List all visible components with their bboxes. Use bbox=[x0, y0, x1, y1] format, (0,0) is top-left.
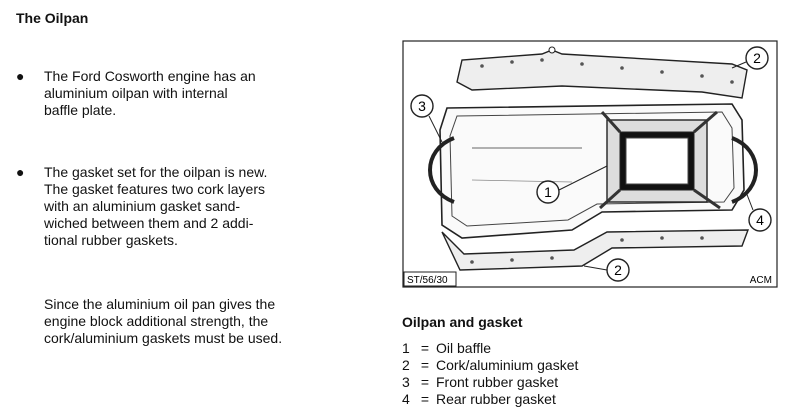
body-paragraph: Since the aluminium oil pan gives the en… bbox=[44, 296, 283, 346]
callout-2-top bbox=[745, 46, 769, 70]
legend-label: Oil baffle bbox=[436, 340, 491, 356]
oilpan-figure: 1 2 2 3 4 ST/56/30 ACM bbox=[402, 40, 778, 288]
legend-number: 2 bbox=[402, 357, 410, 373]
legend-item: 4 = Rear rubber gasket bbox=[402, 391, 578, 408]
figure-caption: Oilpan and gasket bbox=[402, 314, 523, 330]
page-title: The Oilpan bbox=[16, 10, 89, 26]
callout-2-bottom-label: 2 bbox=[614, 262, 622, 278]
legend-number: 4 bbox=[402, 391, 410, 407]
legend-label: Cork/aluminium gasket bbox=[436, 357, 579, 373]
callout-1-label: 1 bbox=[544, 184, 552, 200]
callout-4-label: 4 bbox=[756, 212, 764, 228]
figure-artist: ACM bbox=[750, 275, 772, 286]
callout-3 bbox=[410, 94, 434, 118]
legend-label: Front rubber gasket bbox=[436, 374, 559, 390]
legend-equals: = bbox=[420, 391, 430, 407]
figure-legend: 1 = Oil baffle 2 = Cork/aluminium gasket… bbox=[402, 340, 578, 408]
upper-gasket-outline bbox=[456, 49, 748, 99]
legend-item: 2 = Cork/aluminium gasket bbox=[402, 357, 578, 374]
legend-number: 1 bbox=[402, 340, 410, 356]
bullet-dot-icon: ● bbox=[16, 68, 25, 84]
figure-ref-code: ST/56/30 bbox=[407, 275, 448, 286]
bullet-dot-icon: ● bbox=[16, 164, 25, 180]
legend-equals: = bbox=[420, 357, 430, 373]
legend-equals: = bbox=[420, 374, 430, 390]
legend-number: 3 bbox=[402, 374, 410, 390]
callout-4 bbox=[748, 208, 772, 232]
bullet-text: The gasket set for the oilpan is new. Th… bbox=[44, 164, 268, 248]
callout-1 bbox=[536, 180, 560, 204]
callout-2-top-label: 2 bbox=[753, 50, 761, 66]
front-rubber-gasket bbox=[428, 136, 455, 204]
legend-item: 3 = Front rubber gasket bbox=[402, 374, 578, 391]
rear-rubber-gasket bbox=[731, 136, 758, 204]
callout-3-label: 3 bbox=[418, 98, 426, 114]
legend-label: Rear rubber gasket bbox=[436, 391, 556, 407]
legend-item: 1 = Oil baffle bbox=[402, 340, 578, 357]
legend-equals: = bbox=[420, 340, 430, 356]
lower-gasket-outline bbox=[441, 229, 750, 271]
bullet-text: The Ford Cosworth engine has an aluminiu… bbox=[44, 68, 256, 118]
